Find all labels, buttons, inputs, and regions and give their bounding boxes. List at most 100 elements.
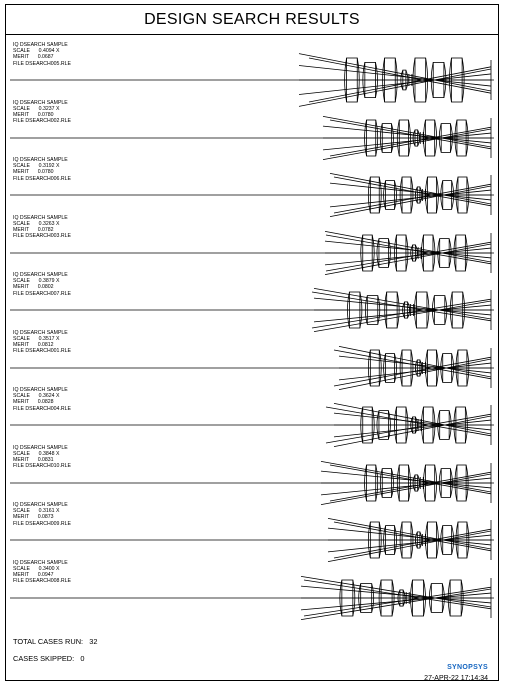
lens-layout-diagram [10,575,494,620]
lens-surface [358,582,362,613]
lens-surface [444,295,448,325]
result-merit-value: 0.0873 [37,514,54,521]
lens-element [401,349,412,386]
lens-surface [394,352,397,383]
result-scale-value: 0.3161 X [38,508,60,515]
lens-layout-group [10,575,494,620]
lens-surface [417,129,421,146]
lens-element [360,582,373,613]
lens-surface [414,291,417,329]
result-merit-value: 0.0687 [37,54,54,61]
lens-surface [405,406,409,444]
result-merit-line: MERIT 0.0780 [13,112,71,118]
page-title: DESIGN SEARCH RESULTS [144,10,360,28]
lens-surface [375,464,379,501]
result-merit-line: MERIT 0.0812 [13,342,71,348]
result-file-label: FILE [13,175,24,182]
result-merit-line: MERIT 0.0947 [13,572,71,578]
lens-element [416,291,428,329]
ray [327,518,492,550]
lens-element [385,525,395,555]
lens-element [442,352,453,383]
lens-layout-group [10,230,494,275]
ray [325,406,492,437]
lens-surface [405,69,409,91]
result-merit-line: MERIT 0.0873 [13,514,71,520]
lens-surface [434,119,438,156]
result-scale-value: 0.3624 X [38,393,60,400]
result-file-label: FILE [13,290,24,297]
lens-surface [462,291,466,329]
lens-layout-group [10,288,494,332]
ray [320,460,492,492]
lens-surface [383,525,386,555]
result-file-label: FILE [13,233,24,240]
ray [322,128,492,160]
lens-surface [394,180,397,210]
lens-surface [396,464,400,501]
lens-surface [438,122,442,153]
lens-element [366,119,377,156]
lens-surface [435,349,439,386]
lens-surface [410,349,414,386]
result-merit-label: MERIT [13,169,30,176]
ray [338,345,492,377]
ray [311,291,492,322]
lens-element [427,176,437,214]
lens-surface [435,176,439,214]
lens-surface [412,57,416,103]
result-file-line: FILE DSEARCH007.RLE [13,291,71,297]
ray [325,234,492,264]
lens-surface [378,521,382,559]
ray [333,176,492,207]
lens-layout-diagram [10,230,494,275]
lens-surface [356,57,360,103]
lens-element [425,119,436,156]
lens-surface [378,176,382,214]
lens-surface [414,359,418,376]
lens-surface [367,176,371,214]
result-merit-line: MERIT 0.0782 [13,227,71,233]
lens-element [427,349,437,386]
lens-layout-diagram [10,403,494,447]
lens-surface [414,531,418,549]
lens-surface [454,464,458,501]
result-merit-label: MERIT [13,341,30,348]
result-name-line: IQ DSEARCH SAMPLE [13,157,71,163]
lens-element [430,582,443,613]
ray [308,66,492,103]
lens-surface [412,129,416,146]
lens-surface [461,57,465,103]
lens-element [414,473,419,492]
result-file-line: FILE DSEARCH004.RLE [13,406,71,412]
lens-surface [375,62,378,98]
total-cases-run: TOTAL CASES RUN: 32 [13,637,98,646]
lens-layout-diagram [10,288,494,332]
lens-surface [440,525,444,555]
result-scale-label: SCALE [13,450,31,457]
lens-surface [391,579,395,616]
ray [322,132,492,150]
lens-surface [394,525,397,555]
lens-element [414,128,419,147]
lens-surface [438,467,442,498]
lens-surface [388,237,391,268]
result-name-value: IQ DSEARCH SAMPLE [13,42,68,48]
ray [303,586,492,616]
lens-surface [419,186,423,204]
result-merit-value: 0.0782 [37,226,54,233]
lens-surface [426,291,430,329]
lens-element [362,234,373,271]
lens-surface [376,237,380,268]
lens-element [456,464,467,501]
lens-element [455,406,466,444]
lens-surface [405,234,409,271]
result-scale-label: SCALE [13,508,31,515]
lens-layout-diagram [10,53,494,107]
result-name-line: IQ DSEARCH SAMPLE [13,215,71,221]
